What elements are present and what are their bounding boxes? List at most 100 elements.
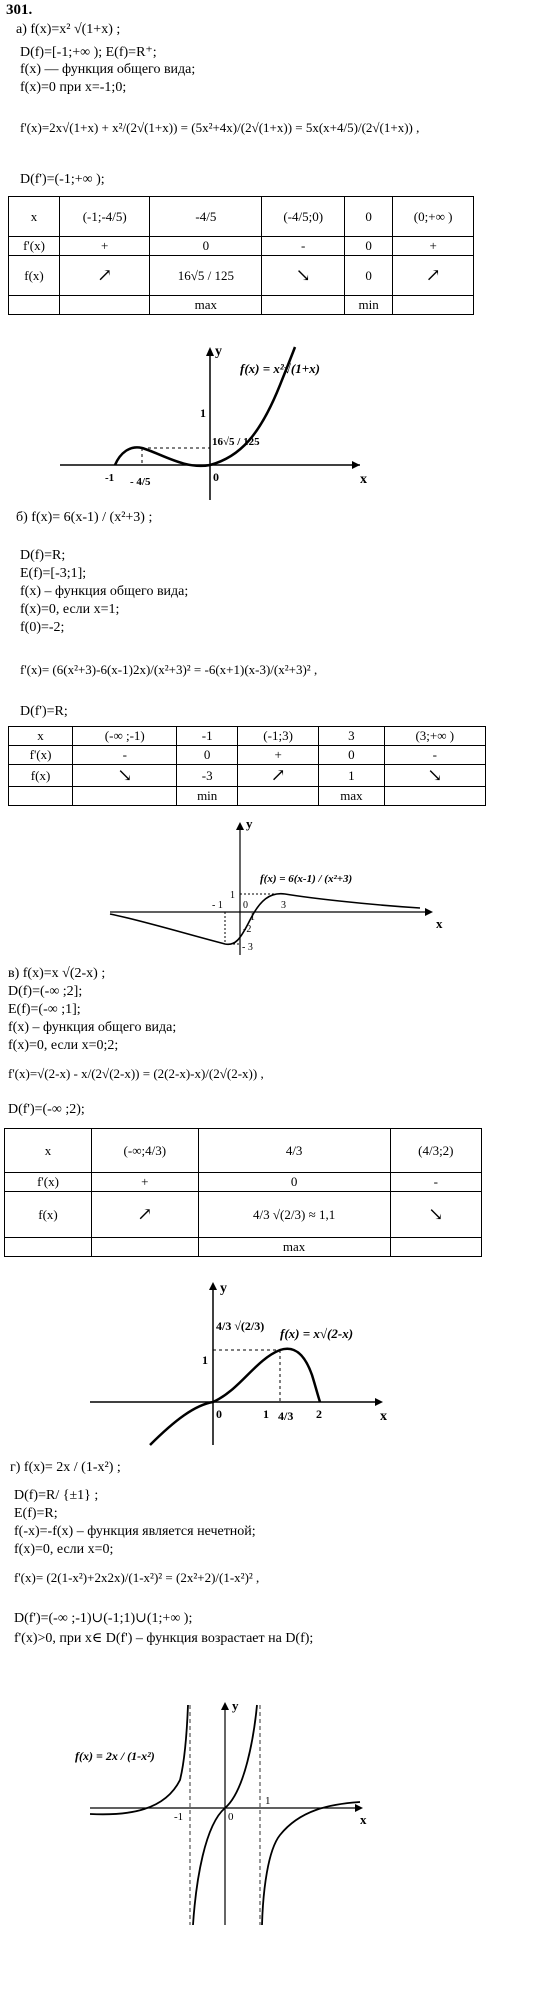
part-b-line: D(f)=R; (20, 548, 66, 563)
table-cell: f(x) (7, 255, 61, 296)
part-a-line: D(f)=[-1;+∞ ); E(f)=R⁺; (20, 45, 157, 60)
table-cell: -4/5 (149, 196, 263, 237)
part-v-line: f(x) – функция общего вида; (8, 1020, 177, 1035)
graph-formula: f(x) = 6(x-1) / (x²+3) (260, 873, 352, 885)
graph-formula: f(x) = x²√(1+x) (240, 361, 320, 376)
part-b-derivative: f'(x)= (6(x²+3)-6(x-1)2x)/(x²+3)² = -6(x… (20, 662, 318, 677)
part-a-header: а) f(x)=x² √(1+x) ; (16, 22, 121, 37)
table-cell: + (91, 1172, 199, 1192)
tick-label: 1 (230, 890, 235, 901)
table-cell: (3;+∞ ) (383, 726, 487, 746)
part-g-line: f(x)=0, если x=0; (14, 1542, 114, 1557)
y-label: y (220, 1281, 227, 1296)
increasing-arrow-icon: ↗ (59, 255, 151, 296)
table-cell: x (7, 196, 61, 237)
tick-label: 1 (202, 1353, 208, 1367)
problem-number: 301. (6, 2, 33, 18)
x-label: x (360, 1812, 367, 1827)
table-cell: min (176, 786, 238, 806)
table-cell: x (4, 1128, 92, 1173)
table-cell: 0 (149, 236, 263, 256)
tick-label: 1 (263, 1407, 269, 1421)
part-g-increase: f'(x)>0, при x∈ D(f') – функция возраста… (14, 1631, 314, 1646)
x-label: x (436, 916, 443, 931)
tick-label: -1 (105, 472, 114, 484)
graph-formula: f(x) = x√(2-x) (280, 1326, 353, 1341)
table-cell: max (197, 1237, 391, 1257)
curve (149, 1347, 322, 1446)
table-cell: 4/3 (197, 1128, 391, 1173)
tick-label: - 4/5 (130, 476, 151, 488)
curve-right (261, 1801, 361, 1926)
table-cell (261, 295, 346, 315)
increasing-arrow-icon: ↗ (91, 1191, 199, 1238)
part-v-derivative: f'(x)=√(2-x) - x/(2√(2-x)) = (2(2-x)-x)/… (8, 1066, 264, 1081)
tick-label: -1 (174, 1811, 183, 1823)
part-a-graph: y x f(x) = x²√(1+x) 1 16√5 / 125 -1 - 4/… (60, 345, 367, 500)
x-label: x (360, 472, 367, 487)
table-cell: max (318, 786, 385, 806)
tick-label: 1 (250, 912, 255, 923)
origin-label: 0 (216, 1407, 222, 1421)
table-cell: 0 (318, 745, 385, 765)
table-cell: 0 (344, 255, 394, 296)
decreasing-arrow-icon: ↘ (389, 1191, 483, 1238)
part-b-line: f(x) – функция общего вида; (20, 584, 189, 599)
table-cell: min (344, 295, 394, 315)
curve (109, 892, 421, 946)
part-v-line: D(f)=(-∞ ;2]; (8, 984, 83, 999)
origin-label: 0 (243, 900, 248, 911)
table-cell: (4/3;2) (389, 1128, 483, 1173)
table-cell: 16√5 / 125 (149, 255, 263, 296)
origin-label: 0 (228, 1811, 234, 1823)
part-v-sign-table: x (-∞;4/3) 4/3 (4/3;2) f'(x) + 0 - f(x) … (4, 1128, 483, 1257)
decreasing-arrow-icon: ↘ (261, 255, 346, 296)
origin-label: 0 (213, 470, 219, 484)
decreasing-arrow-icon: ↘ (72, 764, 178, 787)
table-cell: + (59, 236, 151, 256)
table-cell: f'(x) (7, 236, 61, 256)
tick-label: - 1 (212, 900, 223, 911)
table-cell: - (383, 745, 487, 765)
table-cell (91, 1237, 199, 1257)
max-value-label: 16√5 / 125 (212, 436, 260, 448)
part-g-derivative: f'(x)= (2(1-x²)+2x2x)/(1-x²)² = (2x²+2)/… (14, 1570, 260, 1585)
table-cell: f(x) (7, 764, 74, 787)
table-cell (392, 295, 474, 315)
table-cell: x (7, 726, 74, 746)
part-g-line: f(-x)=-f(x) – функция является нечетной; (14, 1524, 256, 1539)
table-cell: - (389, 1172, 483, 1192)
part-b-header: б) f(x)= 6(x-1) / (x²+3) ; (16, 510, 153, 525)
y-label: y (246, 820, 253, 831)
y-label: y (232, 1700, 239, 1713)
table-cell: - (261, 236, 346, 256)
table-cell: f(x) (4, 1191, 92, 1238)
table-cell: (0;+∞ ) (392, 196, 474, 237)
part-v-domain-deriv: D(f')=(-∞ ;2); (8, 1102, 85, 1117)
table-cell: (-1;3) (236, 726, 320, 746)
tick-label: - 3 (242, 942, 253, 953)
table-cell: -3 (176, 764, 238, 787)
increasing-arrow-icon: ↗ (236, 764, 320, 787)
tick-label: -2 (243, 924, 251, 935)
table-cell (72, 786, 178, 806)
part-b-domain-deriv: D(f')=R; (20, 704, 68, 719)
table-cell: + (392, 236, 474, 256)
part-a-line: f(x)=0 при x=-1;0; (20, 80, 127, 95)
part-a-derivative: f'(x)=2x√(1+x) + x²/(2√(1+x)) = (5x²+4x)… (20, 120, 420, 135)
tick-label: 1 (200, 406, 206, 420)
table-cell: (-4/5;0) (261, 196, 346, 237)
part-b-sign-table: x (-∞ ;-1) -1 (-1;3) 3 (3;+∞ ) f'(x) - 0… (7, 726, 487, 806)
y-label: y (215, 345, 222, 359)
table-cell: 0 (197, 1172, 391, 1192)
tick-label: 2 (316, 1407, 322, 1421)
table-cell: (-∞ ;-1) (72, 726, 178, 746)
table-cell: 0 (344, 196, 394, 237)
tick-label: 4/3 (278, 1409, 293, 1423)
part-g-line: E(f)=R; (14, 1506, 58, 1521)
part-b-line: E(f)=[-3;1]; (20, 566, 87, 581)
table-cell: max (149, 295, 263, 315)
part-b-line: f(0)=-2; (20, 620, 65, 635)
tick-label: 3 (281, 900, 286, 911)
part-g-graph: y x f(x) = 2x / (1-x²) -1 1 0 (75, 1700, 367, 1926)
